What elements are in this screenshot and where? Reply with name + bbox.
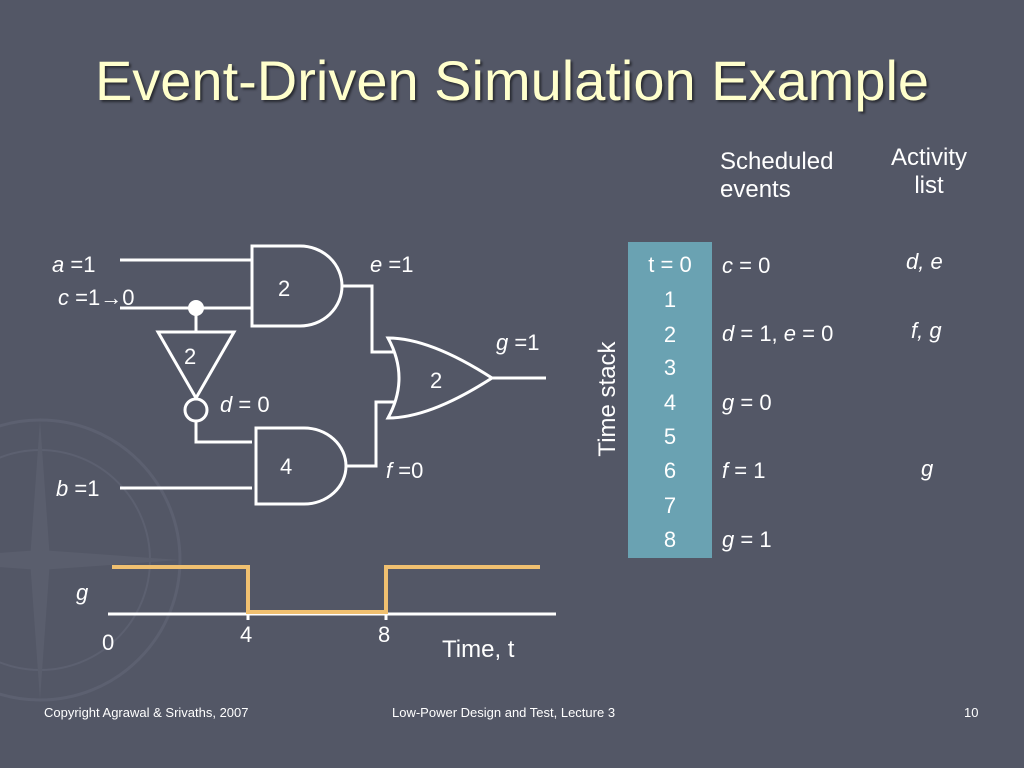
signal-g-label: g =1 (496, 330, 540, 355)
waveform-tick-label-4: 4 (240, 622, 253, 647)
time-stack-entry: 3 (663, 355, 677, 380)
time-stack-entry: t = 0 (648, 252, 692, 277)
signal-e-label: e =1 (370, 252, 414, 277)
signal-d-label: d = 0 (220, 392, 270, 417)
not-gate (155, 330, 237, 402)
time-stack-entry: 7 (663, 493, 677, 518)
waveform-tick-label-0: 0 (102, 630, 115, 655)
time-axis-label: Time, t (442, 636, 515, 663)
and-top-delay-label: 2 (278, 276, 291, 301)
footer-copyright: Copyright Agrawal & Srivaths, 2007 (44, 705, 249, 720)
signal-f-label: f =0 (386, 458, 424, 483)
time-stack-entry: 6 (663, 458, 677, 483)
activity-entry: d, e (906, 249, 943, 274)
wire-f (346, 400, 404, 468)
footer-page-number: 10 (964, 705, 979, 720)
footer-course: Low-Power Design and Test, Lecture 3 (392, 705, 616, 720)
and-gate-top (250, 244, 344, 328)
signal-b-label: b =1 (56, 476, 100, 501)
activity-entry: f, g (911, 318, 942, 343)
scheduled-event: g = 0 (722, 390, 772, 415)
waveform-tick-label-8: 8 (378, 622, 391, 647)
time-stack-entry: 2 (663, 322, 677, 347)
scheduled-event: f = 1 (722, 458, 766, 483)
signal-c-label: c =1→0 (58, 285, 135, 310)
time-stack-entry: 8 (663, 527, 677, 552)
time-stack-entry: 1 (663, 287, 677, 312)
wire-d (194, 421, 252, 444)
time-stack-label: Time stack (594, 341, 621, 457)
scheduled-event: c = 0 (722, 253, 771, 278)
scheduled-event: d = 1, e = 0 (722, 321, 834, 346)
waveform-plot (108, 565, 556, 620)
time-stack-box: t = 0 1 2 3 4 5 6 7 8 (628, 242, 712, 558)
not-delay-label: 2 (184, 344, 197, 369)
time-stack-entry: 4 (663, 390, 677, 415)
or-gate (385, 336, 495, 420)
and-bottom-delay-label: 4 (280, 454, 293, 479)
junction-dot (188, 300, 204, 316)
waveform-g-trace (112, 565, 540, 614)
activity-entry: g (921, 456, 934, 481)
and-gate-bottom (254, 426, 348, 506)
scheduled-event: g = 1 (722, 527, 772, 552)
not-bubble (183, 397, 209, 423)
or-delay-label: 2 (430, 368, 443, 393)
slide-title: Event-Driven Simulation Example (94, 49, 930, 112)
waveform-signal-label: g (76, 580, 89, 605)
wire-e (342, 284, 404, 354)
signal-a-label: a =1 (52, 252, 96, 277)
time-stack-entry: 5 (663, 424, 677, 449)
